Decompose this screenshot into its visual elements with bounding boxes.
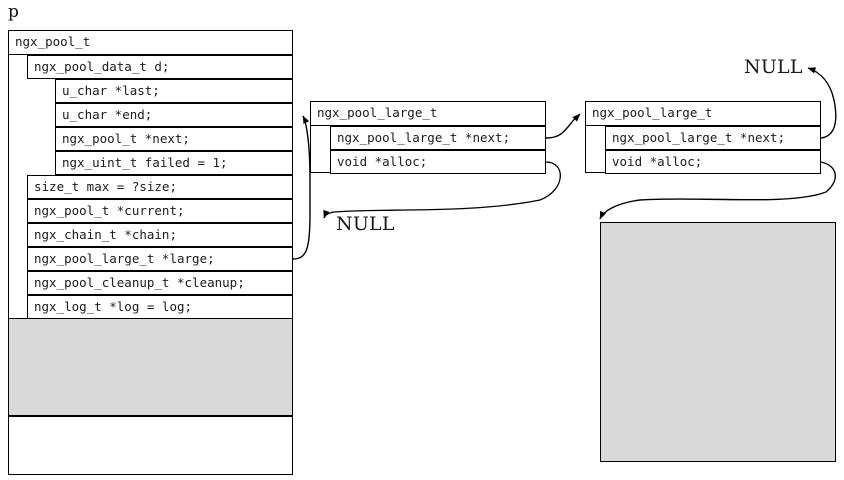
ngx-pool-t-type-row: ngx_pool_t — [9, 31, 292, 55]
pool-free-region — [8, 416, 293, 475]
large-2-field-alloc: void *alloc; — [605, 150, 821, 174]
large-1-field-next: ngx_pool_large_t *next; — [330, 126, 546, 150]
large-2-type-row: ngx_pool_large_t — [586, 102, 820, 126]
field-end: u_char *end; — [55, 103, 293, 127]
field-last: u_char *last; — [55, 79, 293, 103]
field-failed: ngx_uint_t failed = 1; — [55, 151, 293, 175]
arrow-next-1-to-2 — [545, 113, 581, 139]
field-current: ngx_pool_t *current; — [27, 199, 293, 223]
field-large: ngx_pool_large_t *large; — [27, 247, 293, 271]
field-next: ngx_pool_t *next; — [55, 127, 293, 151]
null-label-list-tail: NULL — [744, 56, 803, 78]
pool-variable-label: p — [8, 2, 19, 22]
ngx-pool-data-t-row: ngx_pool_data_t d; — [27, 55, 293, 79]
large-1-field-alloc: void *alloc; — [330, 150, 546, 174]
null-label-alloc-1: NULL — [336, 213, 395, 235]
field-max: size_t max = ?size; — [27, 175, 293, 199]
pool-used-region — [8, 318, 293, 416]
large-2-field-next: ngx_pool_large_t *next; — [605, 126, 821, 150]
field-cleanup: ngx_pool_cleanup_t *cleanup; — [27, 271, 293, 295]
large-1-type-row: ngx_pool_large_t — [311, 102, 545, 126]
field-log: ngx_log_t *log = log; — [27, 295, 293, 319]
arrow-large-pointer — [292, 115, 311, 260]
field-chain: ngx_chain_t *chain; — [27, 223, 293, 247]
large-allocated-block — [600, 222, 836, 462]
